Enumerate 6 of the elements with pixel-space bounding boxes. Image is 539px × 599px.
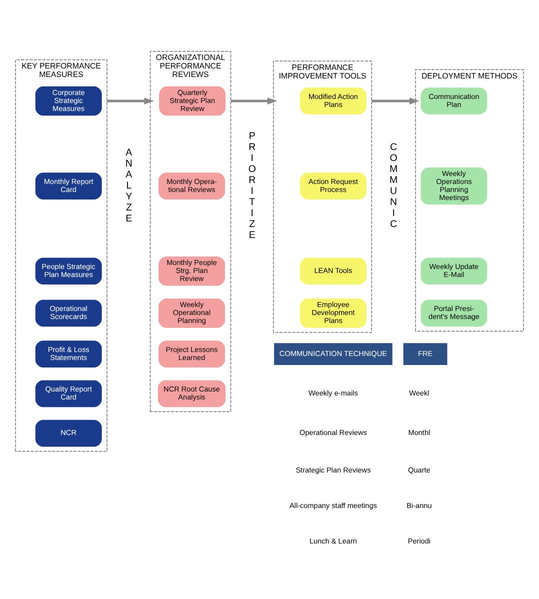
- label: COMMUNIC: [390, 142, 398, 230]
- label: PRIORITIZE: [248, 131, 256, 241]
- arrow: [230, 98, 278, 104]
- arrow: [107, 98, 154, 104]
- arrow: [372, 98, 420, 104]
- label: ANALYZE: [125, 147, 132, 224]
